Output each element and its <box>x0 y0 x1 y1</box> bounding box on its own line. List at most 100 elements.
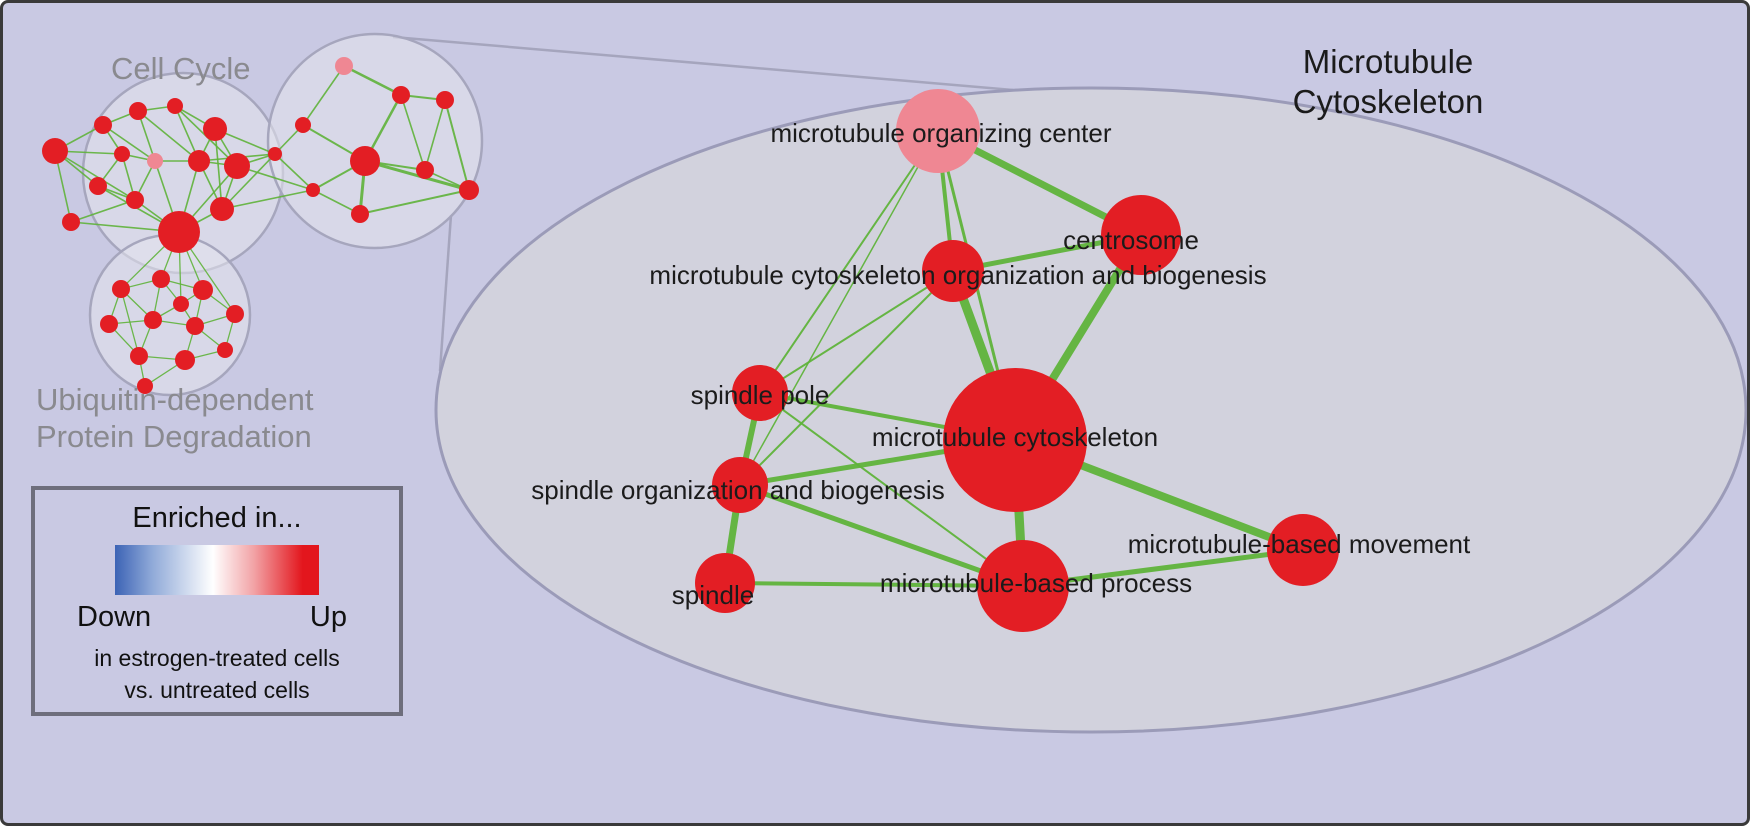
legend-label-up: Up <box>309 601 347 633</box>
cluster-label-ubiquitin-line2: Protein Degradation <box>36 419 312 454</box>
node-mc[interactable] <box>943 368 1087 512</box>
legend-caption-line2: vs. untreated cells <box>124 677 310 704</box>
overview-node[interactable] <box>226 305 244 323</box>
zoom-connector-layer <box>392 35 1014 372</box>
overview-node[interactable] <box>175 350 195 370</box>
overview-edge <box>444 99 470 191</box>
overview-edge <box>70 199 136 223</box>
overview-node[interactable] <box>126 191 144 209</box>
node-spindle_pole[interactable] <box>732 365 788 421</box>
detail-label-layer: microtubule organizing center centrosome m… <box>531 118 1471 610</box>
overview-edge <box>102 124 156 162</box>
overview-node[interactable] <box>112 280 130 298</box>
overview-edge <box>343 64 402 97</box>
overview-node[interactable] <box>100 315 118 333</box>
node-label-mcob: microtubule cytoskeleton organization an… <box>649 260 1266 290</box>
overview-node[interactable] <box>144 311 162 329</box>
node-spindle[interactable] <box>695 553 755 613</box>
detail-cluster-title-line2: Cytoskeleton <box>1293 83 1484 120</box>
overview-edge <box>214 128 223 210</box>
legend-caption: in estrogen-treated cells vs. untreated … <box>35 642 399 706</box>
detail-edge-moc-spindle_org <box>739 130 939 486</box>
overview-edge <box>424 99 446 171</box>
overview-node[interactable] <box>416 161 434 179</box>
overview-node[interactable] <box>217 342 233 358</box>
zoom-connector-line <box>438 214 453 372</box>
overview-cluster-circles <box>81 32 484 397</box>
detail-edge-spindle_pole-mb_process <box>759 392 1024 587</box>
node-label-mb_movement: microtubule-based movement <box>1128 529 1471 559</box>
detail-node-layer <box>695 89 1339 632</box>
overview-node[interactable] <box>147 153 163 169</box>
node-label-spindle_pole: spindle pole <box>691 380 830 410</box>
zoom-connector-line <box>392 35 1014 92</box>
overview-node[interactable] <box>436 91 454 109</box>
overview-edge <box>359 189 470 215</box>
overview-node[interactable] <box>62 213 80 231</box>
overview-edge <box>274 153 314 191</box>
node-label-spindle: spindle <box>672 580 754 610</box>
detail-edge-spindle-mb_process <box>723 581 1025 588</box>
overview-node[interactable] <box>158 211 200 253</box>
overview-node[interactable] <box>188 150 210 172</box>
overview-node[interactable] <box>137 378 153 394</box>
detail-cluster-ellipse <box>434 86 1747 734</box>
node-label-moc: microtubule organizing center <box>770 118 1111 148</box>
overview-node[interactable] <box>114 146 130 162</box>
overview-node[interactable] <box>335 57 353 75</box>
legend-label-down: Down <box>77 601 152 633</box>
overview-node[interactable] <box>130 347 148 365</box>
detail-ellipse-layer <box>434 86 1747 734</box>
network-scene: microtubule organizing center centrosome m… <box>36 32 1747 734</box>
detail-cluster-title-line1: Microtubule <box>1303 43 1474 80</box>
overview-edge <box>221 153 276 210</box>
node-label-mb_process: microtubule-based process <box>880 568 1192 598</box>
overview-edge <box>221 189 314 210</box>
node-mcob[interactable] <box>922 240 984 302</box>
legend-gradient-bar <box>115 545 319 595</box>
node-mb_movement[interactable] <box>1267 514 1339 586</box>
overview-node[interactable] <box>186 317 204 335</box>
overview-node-layer <box>42 57 479 394</box>
overview-edge <box>137 110 200 162</box>
overview-node[interactable] <box>89 177 107 195</box>
detail-edge-mcob-spindle_pole <box>759 270 954 394</box>
overview-node[interactable] <box>203 117 227 141</box>
overview-node[interactable] <box>268 147 282 161</box>
overview-node[interactable] <box>306 183 320 197</box>
overview-node[interactable] <box>350 146 380 176</box>
detail-edge-moc-spindle_pole <box>759 130 939 394</box>
detail-edge-mcob-spindle_org <box>739 270 954 486</box>
overview-edge <box>236 165 314 191</box>
ubiquitin-cluster-circle <box>88 233 252 397</box>
overview-node[interactable] <box>224 153 250 179</box>
node-spindle_org[interactable] <box>712 457 768 513</box>
overview-node[interactable] <box>152 270 170 288</box>
overview-node[interactable] <box>193 280 213 300</box>
overview-edge <box>400 94 426 171</box>
overview-node[interactable] <box>459 180 479 200</box>
overview-node[interactable] <box>210 197 234 221</box>
overview-node[interactable] <box>94 116 112 134</box>
node-moc[interactable] <box>896 89 980 173</box>
cluster-label-cell-cycle: Cell Cycle <box>111 51 251 86</box>
legend-caption-line1: in estrogen-treated cells <box>94 645 340 671</box>
node-label-spindle_org: spindle organization and biogenesis <box>531 475 944 505</box>
overview-node[interactable] <box>392 86 410 104</box>
overview-node[interactable] <box>129 102 147 120</box>
node-label-mc: microtubule cytoskeleton <box>872 422 1158 452</box>
node-label-centrosome: centrosome <box>1063 225 1199 255</box>
node-centrosome[interactable] <box>1101 195 1181 275</box>
overview-node[interactable] <box>173 296 189 312</box>
overview-node[interactable] <box>295 117 311 133</box>
overview-node[interactable] <box>42 138 68 164</box>
legend-scale-labels: Down Up <box>35 601 399 634</box>
node-mb_process[interactable] <box>977 540 1069 632</box>
overview-node[interactable] <box>351 205 369 223</box>
legend-title: Enriched in... <box>132 502 302 534</box>
overview-edge <box>364 159 470 192</box>
overview-node[interactable] <box>167 98 183 114</box>
detail-edge-mb_process-mb_movement <box>1020 547 1306 589</box>
legend: Enriched in... Down Up in estrogen-treat… <box>31 486 403 716</box>
